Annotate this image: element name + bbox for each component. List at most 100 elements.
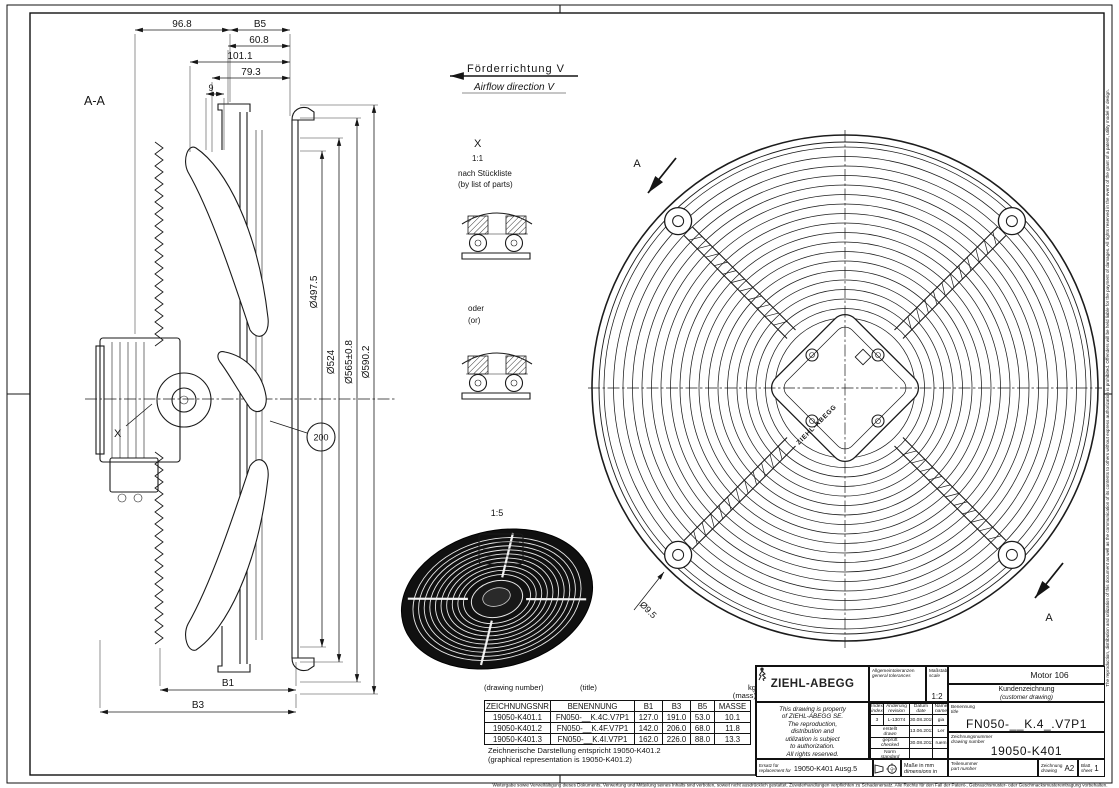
brand-logo-text: ZIEHL-ABEGG (770, 678, 855, 690)
guard-struts (663, 206, 1027, 570)
dim-hole: Ø9.5 (638, 599, 659, 620)
tolerances-label-de: Allgemeintoleranzen (872, 668, 915, 673)
dim-dia-497: Ø497.5 (309, 275, 320, 308)
dim-9: 9 (208, 83, 213, 93)
detail-note-en: (by list of parts) (458, 180, 513, 189)
revision-row: 3 L-13074 30.08.2019 gia (870, 714, 947, 727)
parts-over-drawing-number: (drawing number) (484, 683, 544, 692)
drawing-number-label-en: drawing number (951, 739, 985, 745)
units-cell: Maße in mm dimensions in mm (901, 759, 948, 777)
dim-b5: B5 (254, 19, 267, 30)
top-dimensions: 96.8 B5 60.8 101.1 79.3 9 (134, 19, 291, 334)
dim-60-8: 60.8 (249, 35, 269, 46)
bottom-dimensions: B1 B3 (99, 640, 297, 715)
scale-label-en: scale (929, 673, 940, 679)
fine-print-side: The reproduction, distribution and utili… (1105, 89, 1110, 687)
front-view: ZIEHL-ABEGG A A Ø9.5 (588, 130, 1102, 648)
part-number-label-de: Teilenummer (951, 761, 978, 766)
customer-drawing-cell: Kundenzeichnung (customer drawing) (948, 684, 1105, 702)
units-label-en: dimensions in mm (904, 769, 937, 776)
section-cut-arrows: A A (633, 157, 1064, 624)
detail-or-en: (or) (468, 316, 481, 325)
airflow-label-de: Förderrichtung V (467, 63, 565, 75)
representation-note-de: Zeichnerische Darstellung entspricht 190… (488, 746, 661, 755)
benennung-cell: Benennung title FN050-__K.4_.V7P1 (948, 702, 1105, 732)
fine-print-bottom: Weitergabe sowie Vervielfältigung dieses… (492, 783, 1107, 788)
scale-label-de: Maßstab (929, 668, 948, 673)
benennung-value: FN050-__K.4_.V7P1 (966, 717, 1087, 731)
guard-zigzag (154, 141, 164, 645)
sheet-size-label-en: drawing (1041, 768, 1058, 773)
dim-b1: B1 (222, 678, 235, 689)
projection-cell (873, 759, 901, 777)
iso-scale: 1:5 (491, 508, 504, 518)
hole-dimension: Ø9.5 (633, 571, 665, 620)
terminal-box (109, 457, 159, 493)
detail-x-marker: X (114, 428, 122, 440)
balloon-200-label: 200 (313, 433, 328, 443)
replacement-cell: Ersatz für replacement for 19050-K401 Au… (756, 759, 873, 777)
section-arrow-label-top: A (633, 158, 641, 170)
dim-dia-524: Ø524 (326, 349, 337, 374)
detail-x-scale: 1:1 (472, 154, 484, 163)
dim-dia-590: Ø590.2 (361, 345, 372, 378)
section-view: A-A (84, 19, 395, 715)
property-notice-cell: This drawing is property of ZIEHL-ABEGG … (756, 702, 869, 759)
detail-or-de: oder (468, 304, 484, 313)
sheet-cell: Blatt sheet 1 (1078, 759, 1105, 777)
blade-sections (185, 146, 269, 651)
motor-cell: Motor 106 (948, 666, 1105, 684)
title-block-logo-cell: ZIEHL-ABEGG (756, 666, 869, 702)
airflow-note: Förderrichtung V Airflow direction V (450, 63, 578, 94)
replacement-value: 19050-K401 Ausg.5 (793, 763, 858, 773)
drawing-number-cell: Zeichnungsnummer drawing number 19050-K4… (948, 732, 1105, 759)
drawing-number-label-de: Zeichnungsnummer (951, 734, 993, 739)
replacement-label-de: Ersatz für (759, 762, 779, 768)
dim-96-8: 96.8 (172, 19, 192, 30)
iso-fan-art (400, 528, 594, 670)
parts-over-title: (title) (580, 683, 597, 692)
sheet-value: 1 (1094, 763, 1099, 773)
scale-value: 1:2 (931, 692, 943, 701)
property-notice: This drawing is property of ZIEHL-ABEGG … (779, 706, 846, 758)
section-arrow-label-bottom: A (1045, 612, 1053, 624)
parts-over-mass: kg (mass) (732, 683, 756, 700)
sheet-label-en: sheet (1081, 768, 1093, 773)
iso-motor-mount (478, 533, 524, 565)
airflow-label-en: Airflow direction V (473, 82, 555, 93)
diameter-dimensions: Ø497.5 Ø524 Ø565±0.8 Ø590.2 (300, 104, 378, 695)
detail-x-title: X (474, 138, 482, 150)
dim-b3: B3 (192, 700, 205, 711)
detail-note-de: nach Stückliste (458, 169, 512, 178)
tolerances-label-en: general tolerances (872, 673, 911, 679)
sheet-size-cell: Zeichnung drawing A2 (1038, 759, 1078, 777)
dim-101-1: 101.1 (227, 51, 252, 62)
title-block: ZIEHL-ABEGG Allgemeintoleranzen general … (755, 665, 1105, 777)
units-label-de: Maße in mm (904, 763, 934, 769)
sheet-label-de: Blatt (1081, 762, 1091, 768)
ziehl-abegg-figure-icon (758, 667, 767, 681)
hub-logo-icon (854, 348, 872, 366)
motor-section (95, 337, 212, 503)
sheet-frame (6, 4, 1113, 784)
sheet-size-label-de: Zeichnung (1041, 762, 1063, 768)
customer-label-en: (customer drawing) (1000, 694, 1053, 702)
tolerances-cell: Allgemeintoleranzen general tolerances (869, 666, 926, 702)
section-label: A-A (84, 94, 106, 108)
drawing-number-value: 19050-K401 (990, 744, 1063, 758)
scale-cell: Maßstab scale 1:2 (926, 666, 948, 702)
representation-note-en: (graphical representation is 19050-K401.… (488, 754, 632, 764)
